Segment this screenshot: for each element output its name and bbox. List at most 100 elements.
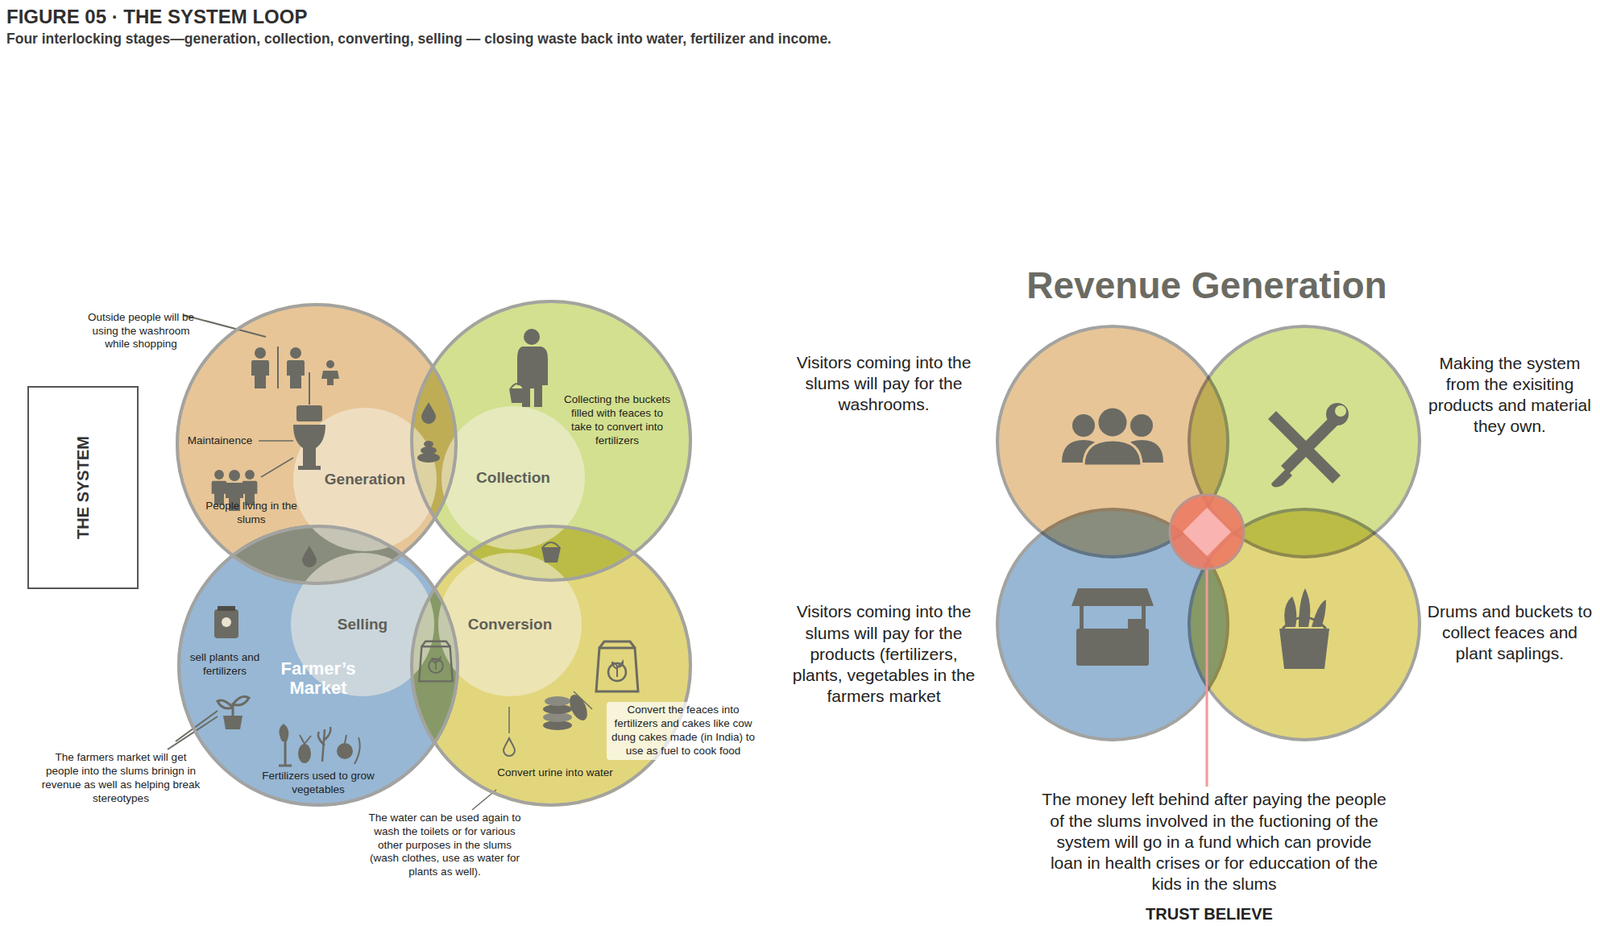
revenue-icons (1071, 588, 1154, 606)
selling-icons (278, 741, 292, 766)
section-heading: Revenue Generation (900, 262, 1513, 310)
circle-outline (410, 299, 693, 582)
leader-line (261, 457, 294, 477)
callout-note: Convert urine into water (486, 766, 624, 780)
selling-icons (336, 742, 353, 759)
selling-icons (217, 696, 249, 716)
revenue-icons (1097, 406, 1128, 438)
fund-note: The money left behind after paying the p… (1040, 788, 1388, 895)
pointer-line (1206, 567, 1209, 787)
generation-icons (211, 469, 228, 505)
leader-line (573, 691, 593, 709)
conversion-icons (543, 692, 591, 730)
leader-line (508, 706, 510, 734)
market-name: Farmer’s Market (269, 659, 367, 698)
stage-circle: Conversion (410, 524, 693, 807)
revenue-icons (1284, 596, 1297, 627)
revenue-icons (1130, 414, 1153, 437)
center-circle (1169, 494, 1244, 569)
generation-icons (326, 360, 335, 369)
generation-icons (298, 465, 321, 470)
revenue-note: Making the system from the exisiting pro… (1422, 352, 1597, 438)
collection-icons (421, 402, 436, 424)
generation-icons (308, 372, 311, 405)
center-diamond (1182, 507, 1232, 556)
illustration (596, 641, 639, 692)
collection-icons (510, 383, 524, 389)
selling-icons (217, 605, 236, 611)
stage-name: Selling (302, 616, 423, 634)
revenue-icons (1271, 468, 1293, 488)
collection-icons (541, 547, 561, 563)
callout-note: The farmers market will get people into … (40, 750, 202, 806)
stage-fills (177, 524, 460, 807)
generation-icons (211, 346, 340, 511)
revenue-note: Visitors coming into the slums will pay … (783, 601, 985, 707)
circle-outline (410, 524, 693, 807)
figure-caption: Four interlocking stages—generation, col… (6, 30, 832, 49)
selling-icons (214, 609, 239, 639)
collection-icons (420, 446, 437, 455)
selling-icons (223, 715, 243, 730)
generation-icons (242, 469, 258, 505)
callout-note: Maintainence (179, 434, 261, 448)
selling-icons (344, 734, 347, 743)
callout-note: sell plants and fertilizers (182, 650, 268, 679)
revenue-icons (1334, 405, 1347, 417)
revenue-icons (1083, 439, 1142, 466)
revenue-icons (1298, 588, 1310, 627)
illustration (418, 641, 453, 682)
collection-icons (509, 388, 526, 403)
generation-icons (296, 405, 323, 422)
revenue-icons (1279, 628, 1330, 669)
revenue-icons (1326, 402, 1349, 426)
figure-title: FIGURE 05 · THE SYSTEM LOOP (6, 4, 307, 30)
stage-name: Conversion (449, 616, 571, 634)
collection-icons (523, 328, 540, 345)
inner-circles (293, 407, 437, 552)
callout-note: Outside people will be using the washroo… (84, 310, 198, 353)
selling-icons (354, 737, 361, 764)
generation-icons (277, 346, 279, 389)
circle-outline (411, 526, 691, 805)
revenue-icons (1072, 414, 1095, 437)
collection-icons (423, 440, 434, 448)
callout-note: People living in the slums (198, 499, 304, 527)
revenue-circles (997, 326, 1420, 740)
conversion-icons (544, 696, 571, 706)
motto: TRUST BELIEVE (1088, 903, 1331, 925)
revenue-icons (1061, 402, 1349, 669)
revenue-icons (1076, 628, 1149, 666)
generation-icons (321, 370, 340, 386)
label-box: THE SYSTEM (27, 385, 139, 589)
selling-icons (298, 743, 311, 763)
circle-outline (177, 304, 456, 584)
generation-icons (286, 347, 305, 389)
callout-note: Convert the feaces into fertilizers and … (606, 701, 760, 760)
circle-outline (411, 301, 691, 581)
revenue-icons (1079, 605, 1084, 629)
revenue-note: Visitors coming into the slums will pay … (783, 352, 985, 416)
selling-icons (278, 723, 289, 742)
generation-icons (251, 347, 270, 389)
callout-note: Collecting the buckets filled with feace… (563, 393, 672, 448)
selling-icons (299, 734, 311, 744)
stage-circle: Collection (410, 299, 693, 582)
stage-name: Collection (452, 469, 574, 487)
vertical-label: THE SYSTEM (72, 435, 93, 539)
revenue-icons (1311, 599, 1327, 627)
stage-fills (410, 524, 693, 807)
revenue-note: Drums and buckets to collect feaces and … (1422, 601, 1597, 665)
selling-icons (318, 726, 331, 762)
collection-icons (302, 545, 317, 568)
inner-circles (290, 406, 585, 697)
generation-icons (293, 424, 326, 466)
drop-icon (503, 737, 515, 756)
circle-outline (178, 526, 458, 805)
leader-line (167, 716, 218, 750)
stage-name: Generation (304, 471, 426, 489)
leader-line (258, 439, 294, 442)
selling-icons (221, 617, 232, 627)
collection-icons (542, 542, 560, 548)
